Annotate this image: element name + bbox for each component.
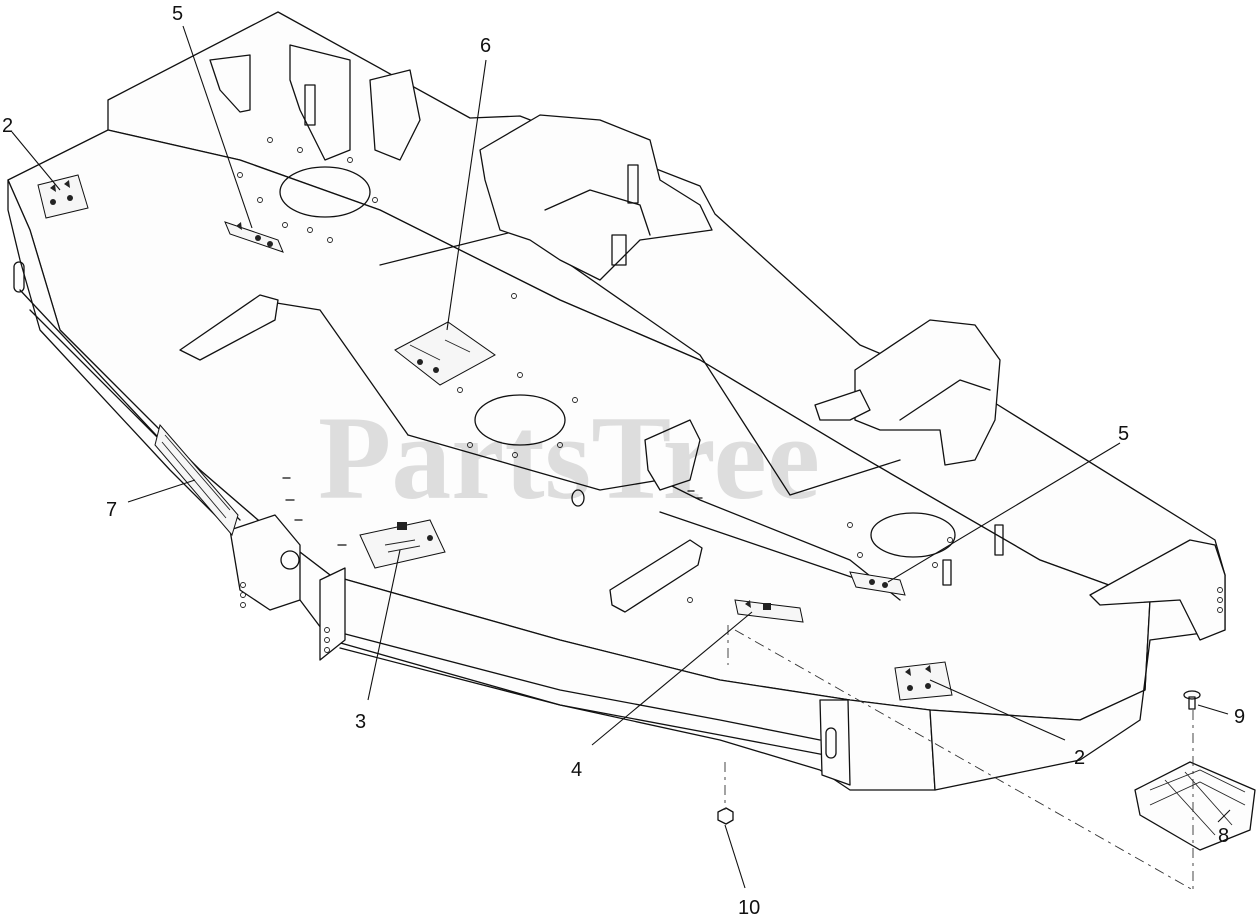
decal-7-side bbox=[154, 423, 239, 537]
decal-2-rear-left bbox=[37, 174, 89, 219]
deck-features bbox=[179, 44, 1004, 613]
callout-2-front: 2 bbox=[1074, 747, 1085, 769]
decal-2-front-right bbox=[894, 661, 953, 701]
callout-9: 9 bbox=[1234, 706, 1245, 728]
part-9-bolt bbox=[1183, 690, 1201, 710]
callout-10: 10 bbox=[738, 897, 760, 919]
callout-5-rear: 5 bbox=[172, 3, 183, 25]
decal-3-front bbox=[359, 519, 446, 569]
decal-5-right bbox=[849, 571, 906, 596]
callout-labels: 5 6 2 5 7 3 4 2 9 8 10 bbox=[2, 3, 1245, 919]
callout-leaders bbox=[11, 25, 1231, 889]
callout-2-rear: 2 bbox=[2, 115, 13, 137]
decal-5-rear bbox=[224, 221, 284, 253]
decal-6-center bbox=[394, 321, 496, 386]
decal-4-front bbox=[734, 599, 804, 623]
callout-8: 8 bbox=[1218, 825, 1229, 847]
callout-6: 6 bbox=[480, 35, 491, 57]
callout-7: 7 bbox=[106, 499, 117, 521]
callout-4: 4 bbox=[571, 759, 582, 781]
callout-5-right: 5 bbox=[1118, 423, 1129, 445]
watermark: PartsTree bbox=[318, 391, 820, 524]
part-8-grate bbox=[1134, 761, 1256, 851]
part-10-nut bbox=[717, 807, 734, 825]
callout-3: 3 bbox=[355, 711, 366, 733]
